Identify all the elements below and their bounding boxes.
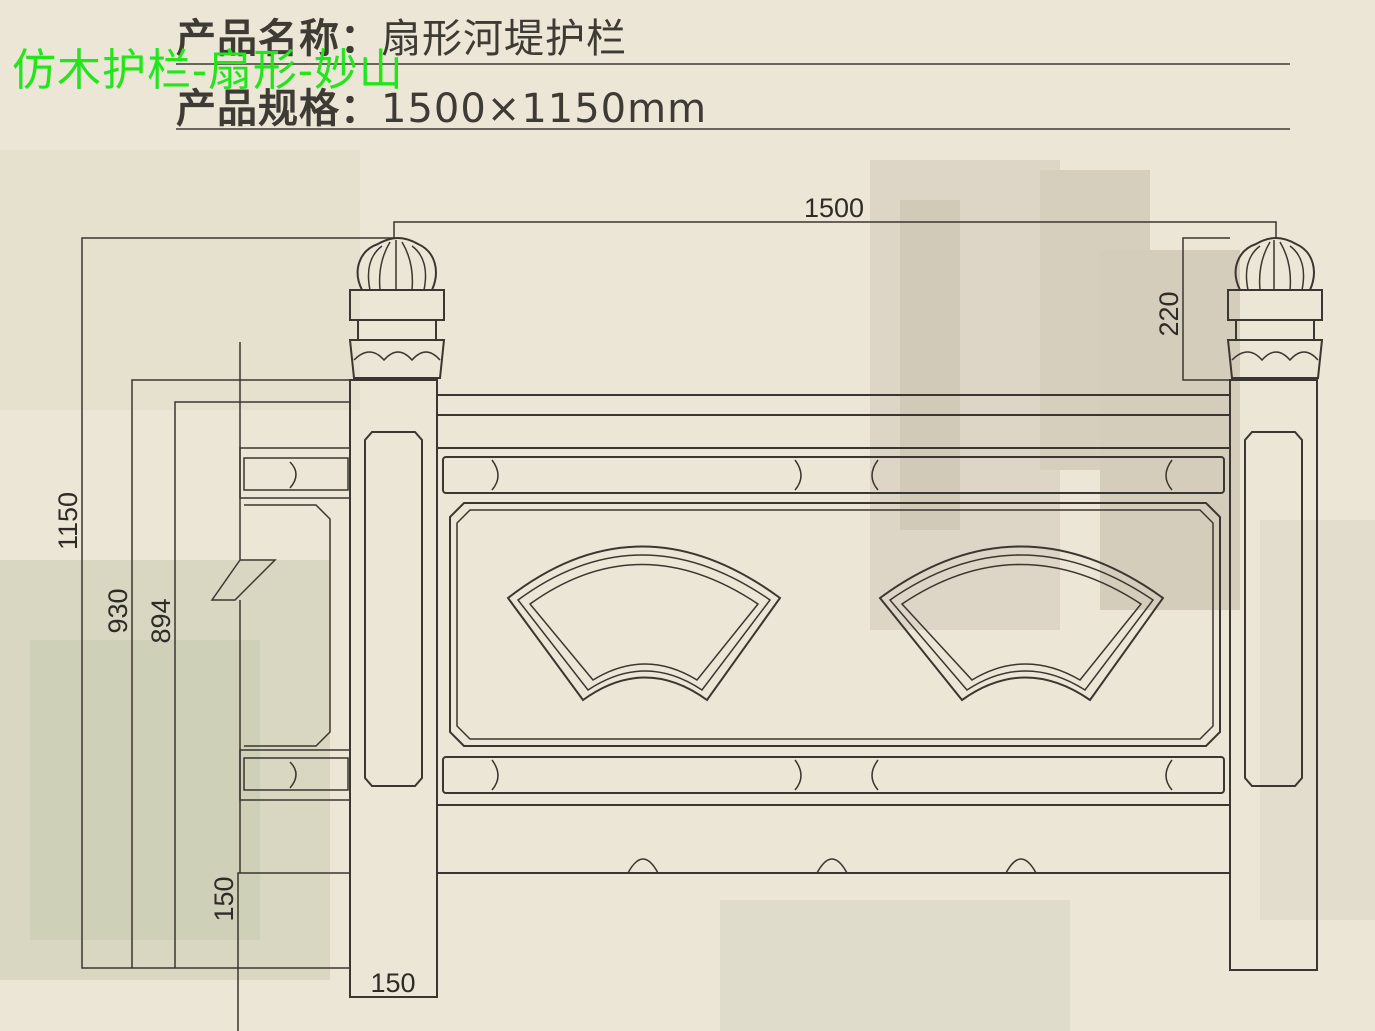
right-finial: [1226, 237, 1324, 379]
left-partial-panel: [239, 447, 351, 801]
top-rail: [437, 394, 1230, 494]
product-spec-row: 产品规格：1500×1150mm: [176, 76, 707, 134]
product-spec-label: 产品规格：: [176, 86, 381, 132]
dim-height-930: 930: [103, 588, 133, 633]
dim-finial-height: 220: [1154, 291, 1184, 336]
dim-total-height: 1150: [53, 492, 83, 550]
dimension-lines: [81, 221, 1277, 1031]
dim-base-height: 150: [209, 876, 239, 921]
fan-motif-right: [878, 545, 1165, 702]
watermark-text: 仿木护栏-扇形-妙山: [12, 45, 404, 96]
right-post: [1229, 379, 1318, 971]
left-finial: [348, 237, 446, 379]
product-spec-value: 1500×1150mm: [381, 86, 708, 132]
header-divider-1: [176, 63, 1290, 65]
dim-post-width: 150: [370, 968, 415, 998]
header-divider-2: [176, 128, 1290, 130]
product-name-row: 产品名称：扇形河堤护栏: [176, 6, 627, 64]
fan-panel: [449, 502, 1221, 747]
product-name-label: 产品名称：: [176, 16, 381, 62]
bottom-rail: [437, 756, 1230, 874]
fan-motif-left: [506, 545, 782, 702]
left-post: [349, 379, 438, 998]
dimension-labels: 1500 220 1150 930 894 150 150: [53, 193, 1184, 998]
dim-total-width: 1500: [804, 193, 864, 223]
product-name-value: 扇形河堤护栏: [381, 16, 627, 62]
dim-height-894: 894: [146, 598, 176, 643]
